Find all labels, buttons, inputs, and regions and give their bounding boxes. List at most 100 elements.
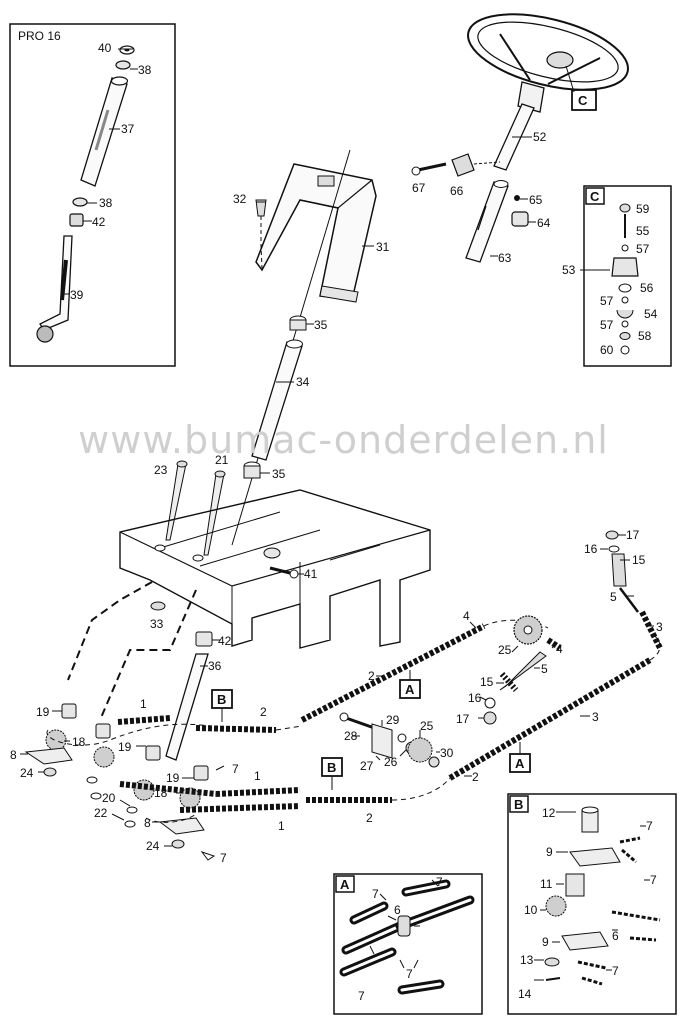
- label-2: 2: [366, 811, 373, 825]
- label-35: 35: [272, 467, 286, 481]
- label-64: 64: [537, 216, 551, 230]
- label-7: 7: [358, 989, 365, 1003]
- label-18: 18: [72, 735, 86, 749]
- label-65: 65: [529, 193, 543, 207]
- label-27: 27: [360, 759, 374, 773]
- label-7: 7: [372, 887, 379, 901]
- label-39: 39: [70, 288, 84, 302]
- callout-C: C: [578, 93, 588, 108]
- label-1: 1: [278, 819, 285, 833]
- label-63: 63: [498, 251, 512, 265]
- label-16: 16: [584, 542, 598, 556]
- label-24: 24: [146, 839, 160, 853]
- label-14: 14: [518, 987, 532, 1001]
- label-38: 38: [99, 196, 113, 210]
- label-17: 17: [626, 528, 640, 542]
- label-23: 23: [154, 463, 168, 477]
- label-28: 28: [344, 729, 358, 743]
- label-12: 12: [542, 806, 556, 820]
- label-60: 60: [600, 343, 614, 357]
- label-57: 57: [636, 242, 650, 256]
- label-58: 58: [638, 329, 652, 343]
- label-55: 55: [636, 224, 650, 238]
- label-7: 7: [650, 873, 657, 887]
- label-1: 1: [254, 769, 261, 783]
- label-67: 67: [412, 181, 426, 195]
- label-31: 31: [376, 240, 390, 254]
- inset-B-title: B: [514, 797, 523, 812]
- callout-A: A: [515, 756, 525, 771]
- label-7: 7: [220, 851, 227, 865]
- label-25: 25: [420, 719, 434, 733]
- callout-B: B: [327, 760, 336, 775]
- label-2: 2: [472, 770, 479, 784]
- label-26: 26: [384, 755, 398, 769]
- inset-B: B 12 7 9 11 7 10 6 9 13 7 14: [507, 793, 677, 1015]
- label-38: 38: [138, 63, 152, 77]
- label-17: 17: [456, 712, 470, 726]
- lower-steering-shaft: 42 36 19 18 8: [10, 631, 239, 865]
- label-8: 8: [144, 816, 151, 830]
- label-41: 41: [304, 567, 318, 581]
- label-36: 36: [208, 659, 222, 673]
- label-3: 3: [656, 620, 663, 634]
- label-16: 16: [468, 691, 482, 705]
- label-15: 15: [632, 553, 646, 567]
- label-2: 2: [260, 705, 267, 719]
- label-2: 2: [368, 669, 375, 683]
- label-6: 6: [612, 929, 619, 943]
- label-20: 20: [102, 791, 116, 805]
- label-66: 66: [450, 184, 464, 198]
- steering-wheel-assembly: C 52 67 66 65 64 63: [411, 13, 629, 265]
- drive-chains: [46, 610, 663, 823]
- label-7: 7: [612, 964, 619, 978]
- label-42: 42: [218, 634, 232, 648]
- label-57: 57: [600, 318, 614, 332]
- label-19: 19: [36, 705, 50, 719]
- inset-A-title: A: [340, 877, 350, 892]
- right-tensioner: 17 16 15 5 3: [584, 528, 663, 634]
- label-40: 40: [98, 41, 112, 55]
- label-22: 22: [94, 806, 108, 820]
- chassis-frame: 41 33: [67, 489, 431, 721]
- label-25: 25: [498, 643, 512, 657]
- label-7: 7: [406, 967, 413, 981]
- label-52: 52: [533, 130, 547, 144]
- label-5: 5: [541, 662, 548, 676]
- label-37: 37: [121, 122, 135, 136]
- label-9: 9: [542, 935, 549, 949]
- label-32: 32: [233, 192, 247, 206]
- inset-C-title: C: [590, 189, 600, 204]
- callout-A: A: [405, 682, 415, 697]
- label-1: 1: [140, 697, 147, 711]
- label-8: 8: [10, 748, 17, 762]
- label-7: 7: [232, 762, 239, 776]
- label-42: 42: [92, 215, 106, 229]
- label-7: 7: [436, 875, 443, 889]
- label-5: 5: [610, 590, 617, 604]
- label-11: 11: [540, 877, 553, 891]
- label-10: 10: [524, 903, 538, 917]
- label-4: 4: [463, 609, 470, 623]
- label-56: 56: [640, 281, 654, 295]
- label-3: 3: [592, 710, 599, 724]
- label-21: 21: [215, 453, 229, 467]
- callout-B: B: [217, 692, 226, 707]
- label-54: 54: [644, 307, 658, 321]
- label-34: 34: [296, 375, 310, 389]
- label-6: 6: [394, 903, 401, 917]
- center-tensioner: A A B B 4 25 4 2 5 15 16 17: [140, 609, 599, 833]
- label-29: 29: [386, 713, 400, 727]
- label-7: 7: [646, 819, 653, 833]
- label-15: 15: [480, 675, 494, 689]
- label-59: 59: [636, 202, 650, 216]
- column-bracket-assembly: 32 31 35 34 23 21 35: [154, 149, 390, 556]
- label-35: 35: [314, 318, 328, 332]
- label-30: 30: [440, 746, 454, 760]
- inset-C: C 59 55 57 53 56 57 54 57 58 60: [562, 185, 672, 367]
- label-4: 4: [556, 642, 563, 656]
- label-9: 9: [546, 845, 553, 859]
- inset-pro16: PRO 16 40 38 37 38 42 39: [9, 23, 176, 367]
- label-19: 19: [166, 771, 180, 785]
